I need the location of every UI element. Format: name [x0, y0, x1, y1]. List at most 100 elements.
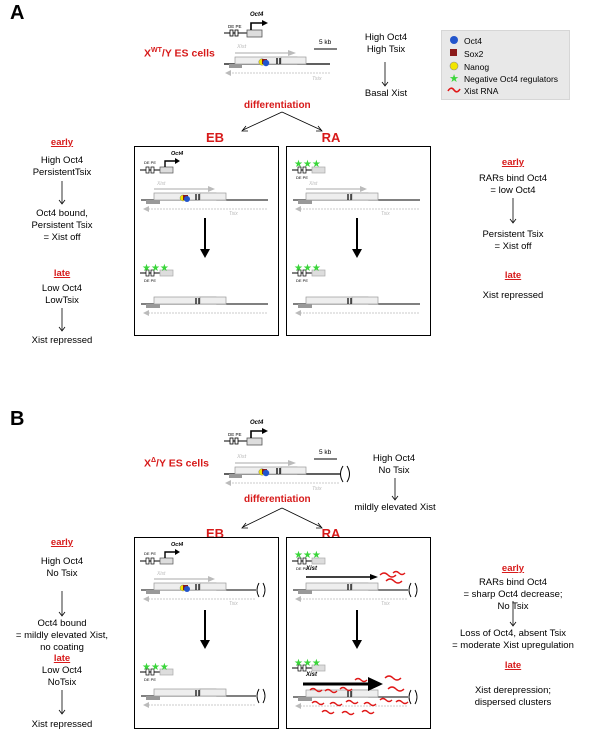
- panel-a-right-early-result: Persistent Tsix= Xist off: [482, 229, 544, 252]
- oct4-gene-diagram: [224, 20, 268, 38]
- panel-b-oct4-label: Oct4: [250, 420, 264, 426]
- legend: Oct4 Sox2 Nanog ★Negative Oct4 regulator…: [441, 30, 570, 100]
- b-oct4-gene-diagram: [224, 428, 268, 446]
- panel-a-scale-label: 5 kb: [319, 39, 332, 46]
- a-eb-early-tsix-label: Tsix: [229, 211, 238, 217]
- panel-b-scale-label: 5 kb: [319, 449, 332, 456]
- dark-red-square-icon: [448, 47, 460, 60]
- panel-b-cell-type: XΔ/Y ES cells: [144, 457, 209, 470]
- panel-a-differentiation: differentiation: [244, 100, 311, 111]
- a-eb-late-depe-label: DE PE: [144, 278, 157, 283]
- svg-text:★★★: ★★★: [294, 263, 321, 274]
- blue-circle-icon: [448, 34, 460, 47]
- b-ra-late-oct4-gene: ★★★: [292, 658, 326, 672]
- b-ra-early-oct4-gene: ★★★: [292, 550, 326, 565]
- legend-oct4: Oct4: [448, 34, 482, 46]
- panel-a-left-late-hdr: late: [53, 268, 71, 279]
- eb-late-oct4-gene: ★★★: [140, 263, 174, 277]
- legend-xist-rna: Xist RNA: [447, 85, 498, 97]
- panel-a-left-late-result: Xist repressed: [31, 335, 93, 346]
- ra-late-oct4-gene: ★★★: [292, 263, 326, 277]
- panel-b-right-early: RARs bind Oct4= sharp Oct4 decrease;No T…: [463, 577, 563, 612]
- legend-sox2: Sox2: [448, 47, 483, 59]
- panel-a-col-eb: EB: [205, 130, 225, 145]
- panel-a-cell-type: XWT/Y ES cells: [144, 47, 215, 60]
- panel-b-left-early-result: Oct4 bound= mildly elevated Xist,no coat…: [15, 618, 109, 653]
- panel-b-right-early-hdr: early: [501, 563, 525, 574]
- panel-b-left-late-result: Xist repressed: [31, 719, 93, 730]
- panel-b-top-result: mildly elevated Xist: [354, 502, 436, 513]
- eb-early-oct4-gene: [140, 158, 180, 174]
- b-ra-late-chromosome: [293, 675, 418, 716]
- panel-b-right-late: Xist derepression;dispersed clusters: [474, 685, 552, 708]
- a-eb-early-oct4-label: Oct4: [171, 151, 184, 157]
- b-ra-early-chromosome: [293, 570, 418, 602]
- panel-a-right-late-hdr: late: [504, 270, 522, 281]
- panel-a-right-early-hdr: early: [501, 157, 525, 168]
- b-eb-early-oct4-label: Oct4: [171, 542, 184, 548]
- panel-b-xist-label: Xist: [237, 454, 247, 460]
- panel-b-left-early-hdr: early: [50, 537, 74, 548]
- a-eb-early-depe-label: DE PE: [144, 160, 157, 165]
- svg-text:★★★: ★★★: [142, 662, 169, 673]
- b-eb-late-oct4-gene: ★★★: [140, 662, 174, 676]
- b-eb-early-oct4-gene: [140, 549, 180, 565]
- legend-negative-regulators: ★Negative Oct4 regulators: [449, 73, 559, 85]
- panel-a-right-early: RARs bind Oct4= low Oct4: [478, 173, 548, 196]
- eb-late-chromosome: [141, 296, 268, 316]
- svg-text:★★★: ★★★: [294, 550, 321, 561]
- panel-b-left-late-hdr: late: [53, 653, 71, 664]
- b-eb-early-chromosome: [141, 576, 266, 602]
- a-ra-early-xist-label: Xist: [309, 181, 318, 187]
- panel-b-depe-label: DE PE: [228, 432, 242, 437]
- b-eb-late-depe-label: DE PE: [144, 677, 157, 682]
- panel-b-differentiation: differentiation: [244, 494, 311, 505]
- panel-a-depe-label: DE PE: [228, 24, 242, 29]
- b-eb-early-xist-label: Xist: [157, 571, 166, 577]
- svg-text:★★★: ★★★: [294, 159, 321, 170]
- yellow-circle-icon: [448, 60, 460, 73]
- panel-a-xist-label: Xist: [237, 44, 247, 50]
- panel-a-col-ra: RA: [321, 130, 341, 145]
- b-ra-late-xist-label: Xist: [306, 672, 318, 678]
- panel-b-tsix-label: Tsix: [312, 486, 322, 492]
- ra-early-oct4-gene: ★★★: [292, 159, 326, 174]
- red-squiggle-icon: [447, 85, 461, 97]
- a-eb-early-xist-label: Xist: [157, 181, 166, 187]
- b-eb-early-tsix-label: Tsix: [229, 601, 238, 607]
- panel-a-left-early-result: Oct4 bound,Persistent Tsix= Xist off: [31, 208, 93, 243]
- panel-a-top-result: Basal Xist: [364, 88, 408, 99]
- a-ra-early-tsix-label: Tsix: [381, 211, 390, 217]
- eb-early-chromosome: [141, 186, 268, 212]
- panel-a-letter: A: [10, 2, 25, 24]
- panel-a-oct4-label: Oct4: [250, 12, 264, 18]
- b-ra-early-depe-label: DE PE: [296, 566, 309, 571]
- legend-nanog: Nanog: [448, 60, 489, 72]
- a-ra-late-depe-label: DE PE: [296, 278, 309, 283]
- green-star-icon: ★: [449, 73, 459, 85]
- panel-a-tsix-label: Tsix: [312, 76, 322, 82]
- panel-b-right-late-hdr: late: [504, 660, 522, 671]
- b-ra-early-tsix-label: Tsix: [381, 601, 390, 607]
- svg-text:★★★: ★★★: [294, 658, 321, 669]
- svg-text:★★★: ★★★: [142, 263, 169, 274]
- panel-b-right-early-result: Loss of Oct4, absent Tsix= moderate Xist…: [452, 628, 574, 651]
- panel-a-left-early-hdr: early: [50, 137, 74, 148]
- a-ra-early-depe-label: DE PE: [296, 175, 309, 180]
- b-eb-early-depe-label: DE PE: [144, 551, 157, 556]
- panel-b-letter: B: [10, 408, 25, 430]
- panel-a-right-late: Xist repressed: [482, 290, 544, 301]
- b-ra-early-xist-label: Xist: [306, 566, 318, 572]
- b-eb-late-chromosome: [141, 688, 266, 708]
- ra-early-chromosome: [293, 186, 420, 212]
